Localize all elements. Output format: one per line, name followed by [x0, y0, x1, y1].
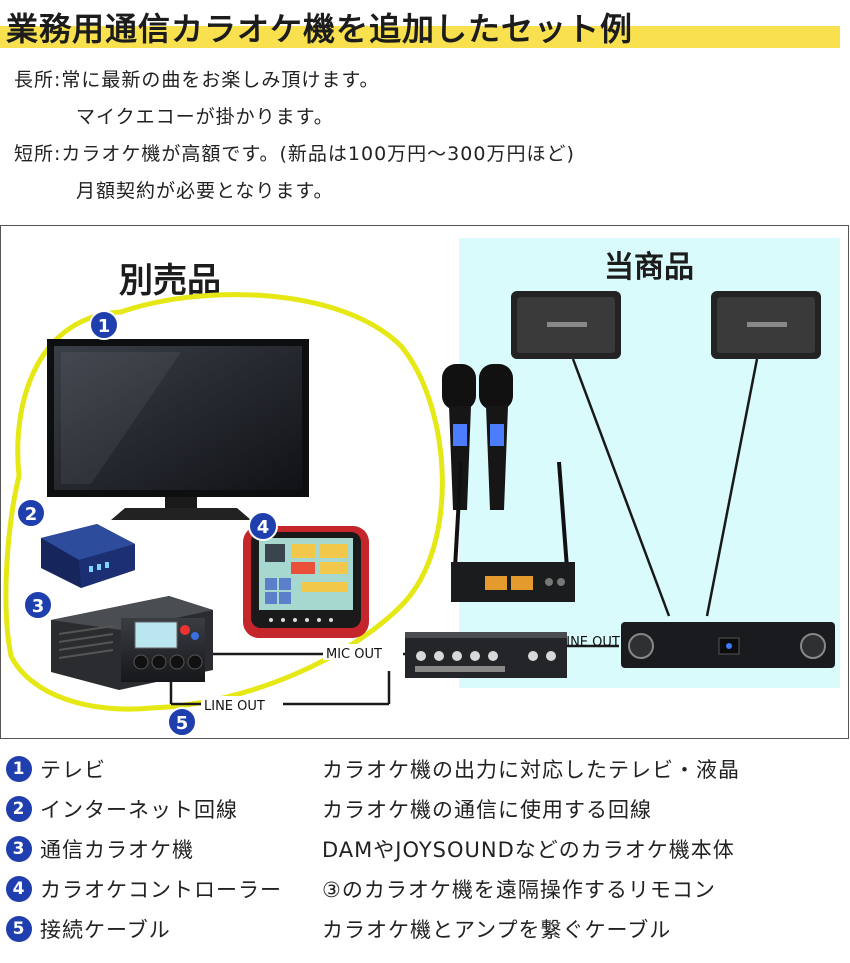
marker-1-text: 1 [98, 316, 111, 337]
legend-description: カラオケ機の通信に使用する回線 [322, 798, 652, 822]
pros-line-2: マイクエコーが掛かります。 [76, 106, 334, 128]
pros-text-1: 常に最新の曲をお楽しみ頂けます。 [61, 69, 380, 91]
mixer-image [405, 632, 567, 678]
pros-label: 長所: [14, 69, 62, 91]
title-bar: 業務用通信カラオケ機を追加したセット例 [0, 0, 840, 48]
marker-4: 4 [248, 511, 278, 541]
marker-2-text: 2 [25, 504, 38, 525]
legend-name: カラオケコントローラー [40, 878, 282, 902]
legend-number: 5 [6, 916, 32, 942]
speaker-left-image [511, 291, 621, 359]
legend-description: DAMやJOYSOUNDなどのカラオケ機本体 [322, 838, 735, 862]
cons-line-1: 短所:カラオケ機が高額です。(新品は100万円〜300万円ほど) [14, 136, 575, 173]
legend-number: 1 [6, 756, 32, 782]
legend-number: 4 [6, 876, 32, 902]
marker-3: 3 [23, 590, 53, 620]
legend-row: 1 テレビ カラオケ機の出力に対応したテレビ・液晶 [6, 752, 846, 786]
cons-label: 短所: [14, 143, 62, 165]
page-title: 業務用通信カラオケ機を追加したセット例 [6, 10, 634, 48]
marker-1: 1 [89, 310, 119, 340]
legend-number: 2 [6, 796, 32, 822]
pros-line-1: 長所:常に最新の曲をお楽しみ頂けます。 [14, 62, 575, 99]
legend-row: 5 接続ケーブル カラオケ機とアンプを繋ぐケーブル [6, 912, 846, 946]
marker-5: 5 [167, 707, 197, 737]
tv-image [47, 339, 309, 520]
router-image [41, 524, 135, 588]
legend-description: ③のカラオケ機を遠隔操作するリモコン [322, 878, 716, 902]
mic-out-label-bg [323, 644, 403, 660]
legend-row: 4 カラオケコントローラー ③のカラオケ機を遠隔操作するリモコン [6, 872, 846, 906]
legend-row: 3 通信カラオケ機 DAMやJOYSOUNDなどのカラオケ機本体 [6, 832, 846, 866]
microphones-image [442, 364, 513, 510]
line-out-label-bottom: LINE OUT [204, 699, 265, 714]
legend-number: 3 [6, 836, 32, 862]
marker-4-text: 4 [257, 517, 270, 538]
diagram-canvas: 別売品 当商品 MIC OUT LINE OUT LINE OUT [3, 238, 840, 737]
line-out-label-bg [201, 696, 283, 712]
controller-image [243, 526, 369, 638]
this-product-label: 当商品 [604, 250, 694, 285]
legend-name: インターネット回線 [40, 798, 238, 822]
legend-description: カラオケ機とアンプを繋ぐケーブル [322, 918, 672, 942]
legend-name: 通信カラオケ機 [40, 838, 194, 862]
setup-diagram: 別売品 当商品 MIC OUT LINE OUT LINE OUT [0, 225, 849, 739]
title-highlight [0, 26, 840, 48]
line-out-label-right: LINE OUT [559, 635, 620, 650]
speaker-right-image [711, 291, 821, 359]
marker-3-text: 3 [32, 596, 45, 617]
karaoke-machine-image [51, 596, 213, 690]
cons-line-2: 月額契約が必要となります。 [76, 180, 334, 202]
legend-name: 接続ケーブル [40, 918, 171, 942]
cons-text-1: カラオケ機が高額です。(新品は100万円〜300万円ほど) [61, 143, 575, 165]
marker-2: 2 [16, 498, 46, 528]
legend-row: 2 インターネット回線 カラオケ機の通信に使用する回線 [6, 792, 846, 826]
marker-5-text: 5 [176, 713, 189, 734]
amplifier-image [621, 622, 835, 668]
legend-description: カラオケ機の出力に対応したテレビ・液晶 [322, 758, 740, 782]
mic-out-label: MIC OUT [326, 647, 382, 662]
notes: 長所:常に最新の曲をお楽しみ頂けます。 マイクエコーが掛かります。 短所:カラオ… [14, 62, 575, 210]
wireless-receiver-image [451, 461, 575, 602]
legend-name: テレビ [40, 758, 106, 782]
